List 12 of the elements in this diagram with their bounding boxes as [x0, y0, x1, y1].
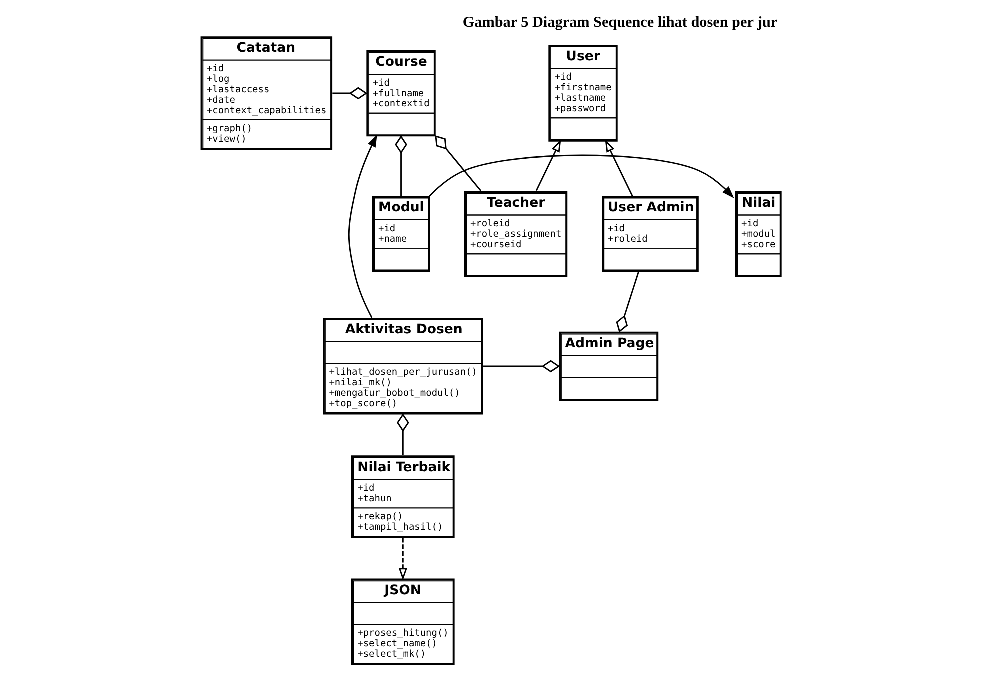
arrow [605, 140, 634, 196]
connector [332, 87, 368, 100]
connector [616, 272, 640, 333]
arrow [398, 538, 408, 581]
connector [397, 414, 410, 456]
connector [484, 360, 560, 373]
arrow [536, 140, 562, 192]
connector [395, 136, 408, 196]
arrow [429, 154, 734, 198]
arrow [348, 134, 378, 318]
diagram-title: Gambar 5 Diagram Sequence lihat dosen per jur [462, 14, 778, 31]
connector [435, 135, 482, 192]
